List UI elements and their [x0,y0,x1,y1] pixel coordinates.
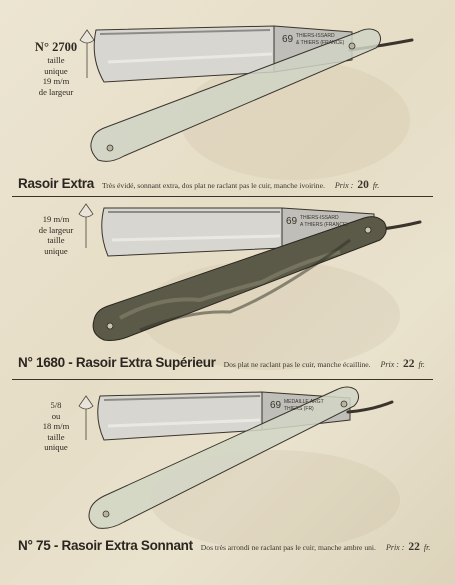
stamp-line: MEDAILLE ARGT [284,399,324,405]
item-3-spec-line: 18 m/m [42,421,70,431]
item-1-spec-line: taille [47,55,65,65]
pivot-rivet [348,42,356,50]
item-3-spec: 5/8 ou 18 m/m taille unique [20,400,92,453]
item-3-price: Prix : 22 fr. [386,541,430,553]
item-1-price: Prix : 20 fr. [335,179,379,191]
razor-handle-ivory [90,28,382,162]
stamp-code: 69 [270,400,282,411]
pivot-rivet [364,226,372,234]
stamp-line: THIERS-ISSARD [300,215,339,221]
blade-sheen [111,234,281,242]
stamp-code: 69 [282,34,294,45]
blade-spine [103,395,261,401]
item-2-title: N° 1680 - Rasoir Extra Supérieur [18,355,216,370]
price-unit: fr. [418,360,425,369]
item-2-spec-line: unique [44,245,68,256]
item-2-spec-line: taille [47,235,65,245]
razor-blade [97,391,271,441]
item-2-spec: 19 m/m de largeur taille unique [20,214,92,256]
blade-spine [99,29,271,35]
item-1-description: Très évidé, sonnant extra, dos plat ne r… [101,181,325,190]
section-divider [12,379,433,381]
blade-sheen [107,418,261,428]
razor-blade [101,207,291,257]
pivot-rivet [340,400,348,408]
item-1-title: Rasoir Extra [18,176,94,191]
item-2-spec-line: 19 m/m [42,214,70,224]
item-1-spec-line: 19 m/m [42,76,70,86]
item-1-spec: N° 2700 taille unique 19 m/m de largeur [20,40,92,97]
section-divider [12,196,433,198]
price-value: 22 [408,541,420,553]
item-1-number: N° 2700 [34,40,78,54]
item-2-price: Prix : 22 fr. [381,358,425,370]
price-unit: fr. [423,543,431,552]
paper-stain [150,450,400,550]
price-label: Prix : [380,360,399,369]
stamp-line: THIERS (FR) [284,406,314,412]
price-label: Prix : [385,543,405,552]
stamp-line: & THIERS (FRANCE) [296,40,345,46]
price-value: 22 [402,358,415,370]
item-3-spec-line: taille [47,431,65,442]
item-2-caption: N° 1680 - Rasoir Extra Supérieur Dos pla… [18,355,425,370]
width-marker-pin [79,29,95,44]
item-3-description: Dos très arrondi ne raclant pas le cuir,… [200,543,376,552]
stamp-code: 69 [286,216,298,227]
item-2-description: Dos plat ne raclant pas le cuir, manche … [223,360,371,369]
item-3-title: N° 75 - Rasoir Extra Sonnant [18,538,193,553]
blade-sheen [107,52,273,64]
item-1-spec-line: unique [44,65,68,76]
razor-tail-hook [346,400,394,414]
item-3-spec-line: 5/8 [50,400,62,410]
item-3-caption: N° 75 - Rasoir Extra Sonnant Dos très ar… [18,538,430,553]
item-1-caption: Rasoir Extra Très évidé, sonnant extra, … [18,176,379,191]
stamp-line: A THIERS (FRANCE) [300,222,348,228]
handle-rivet [106,144,114,152]
item-2-spec-line: de largeur [38,224,74,235]
stamp-line: THIERS-ISSARD [296,33,335,39]
razor-tail-hook [370,220,422,232]
razor-illustration-1: 69 THIERS-ISSARD & THIERS (FRANCE) [79,25,414,162]
paper-stain [140,260,400,370]
razor-tang [261,391,351,431]
item-3-spec-line: ou [51,410,61,421]
price-label: Prix : [334,181,354,190]
item-1-spec-line: de largeur [38,86,74,97]
handle-rivet [102,510,110,518]
price-value: 20 [357,179,369,191]
price-unit: fr. [372,181,380,190]
razor-tang [281,207,375,249]
handle-rivet [106,322,114,330]
item-3-spec-line: unique [44,442,68,452]
